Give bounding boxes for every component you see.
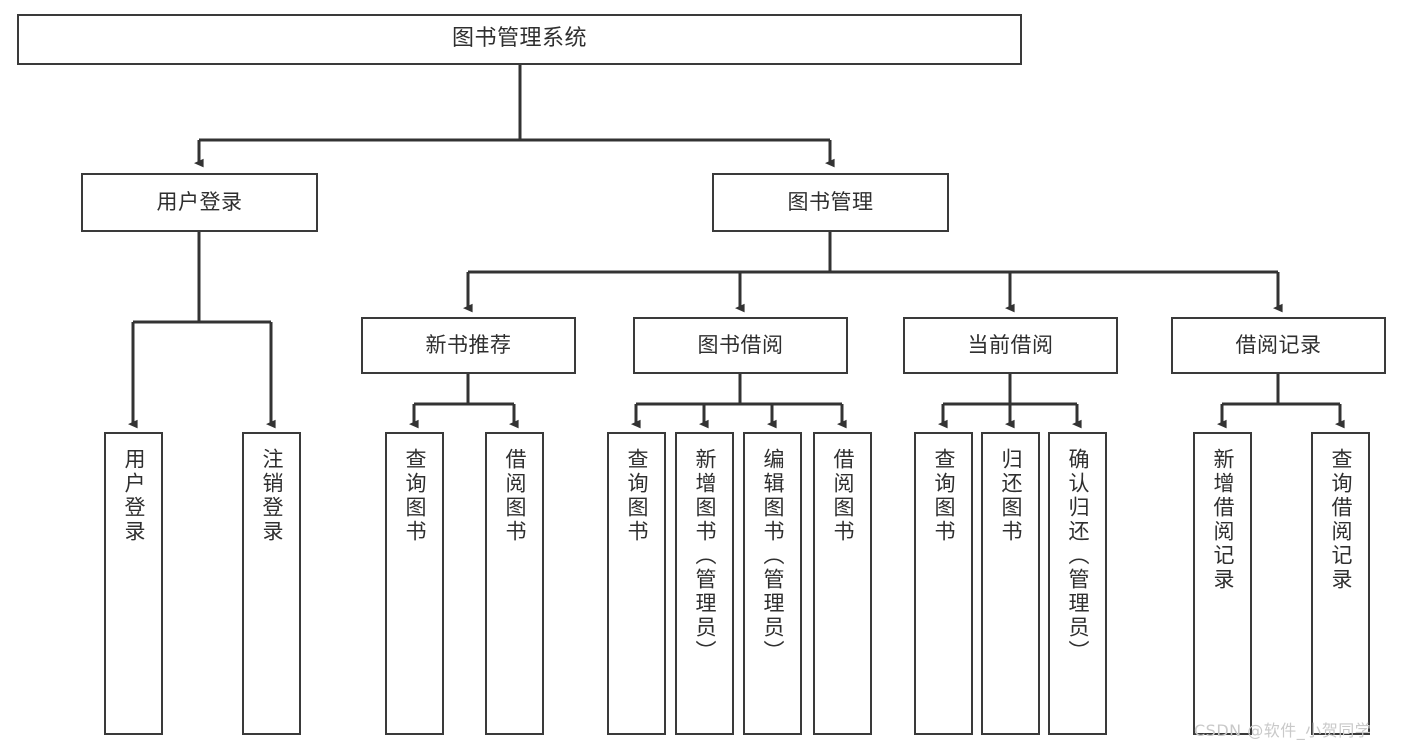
node-borrow-record[interactable]: 借阅记录: [1171, 317, 1386, 374]
node-label: 编辑图书（管理员）: [760, 448, 785, 664]
leaf-query-book-borrow[interactable]: 查询图书: [607, 432, 666, 735]
node-label: 新书推荐: [425, 332, 512, 357]
node-label: 注销登录: [259, 448, 284, 544]
csdn-watermark: CSDN @软件_小贺同学: [1194, 721, 1372, 740]
node-label: 借阅记录: [1235, 332, 1322, 357]
node-label: 图书管理系统: [451, 26, 587, 52]
node-label: 归还图书: [998, 448, 1023, 544]
node-book-borrow[interactable]: 图书借阅: [633, 317, 848, 374]
node-label: 用户登录: [156, 189, 243, 214]
leaf-borrow-book-recommend[interactable]: 借阅图书: [485, 432, 544, 735]
leaf-add-book-admin[interactable]: 新增图书（管理员）: [675, 432, 734, 735]
node-label: 用户登录: [121, 448, 146, 544]
node-current-borrow[interactable]: 当前借阅: [903, 317, 1118, 374]
node-label: 图书管理: [787, 189, 874, 214]
leaf-edit-book-admin[interactable]: 编辑图书（管理员）: [743, 432, 802, 735]
leaf-confirm-return-admin[interactable]: 确认归还（管理员）: [1048, 432, 1107, 735]
node-label: 新增借阅记录: [1210, 448, 1235, 592]
leaf-return-book[interactable]: 归还图书: [981, 432, 1040, 735]
node-label: 查询图书: [402, 448, 427, 544]
node-label: 借阅图书: [502, 448, 527, 544]
leaf-query-book-recommend[interactable]: 查询图书: [385, 432, 444, 735]
node-label: 查询图书: [624, 448, 649, 544]
node-label: 确认归还（管理员）: [1065, 448, 1090, 664]
node-label: 查询借阅记录: [1328, 448, 1353, 592]
leaf-logout-login[interactable]: 注销登录: [242, 432, 301, 735]
node-book-management[interactable]: 图书管理: [712, 173, 949, 232]
node-new-book-recommend[interactable]: 新书推荐: [361, 317, 576, 374]
leaf-query-borrow-record[interactable]: 查询借阅记录: [1311, 432, 1370, 735]
leaf-add-borrow-record[interactable]: 新增借阅记录: [1193, 432, 1252, 735]
node-root-book-management-system[interactable]: 图书管理系统: [17, 14, 1022, 65]
leaf-borrow-book-borrow[interactable]: 借阅图书: [813, 432, 872, 735]
node-label: 新增图书（管理员）: [692, 448, 717, 664]
leaf-user-login[interactable]: 用户登录: [104, 432, 163, 735]
node-user-login[interactable]: 用户登录: [81, 173, 318, 232]
node-label: 查询图书: [931, 448, 956, 544]
node-label: 借阅图书: [830, 448, 855, 544]
leaf-query-book-current[interactable]: 查询图书: [914, 432, 973, 735]
node-label: 当前借阅: [967, 332, 1054, 357]
node-label: 图书借阅: [697, 332, 784, 357]
